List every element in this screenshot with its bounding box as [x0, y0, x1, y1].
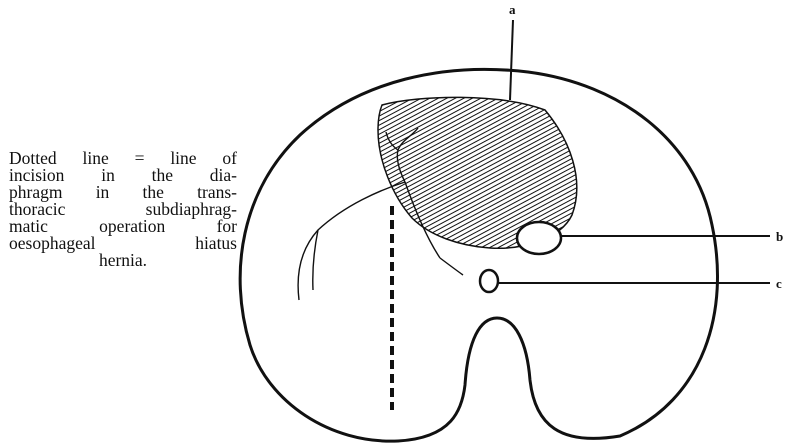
label-b: b — [776, 229, 783, 244]
label-a: a — [509, 2, 516, 17]
label-c: c — [776, 276, 782, 291]
leader-line-a — [510, 20, 513, 100]
aperture-c — [480, 270, 498, 292]
aperture-b — [517, 222, 561, 254]
